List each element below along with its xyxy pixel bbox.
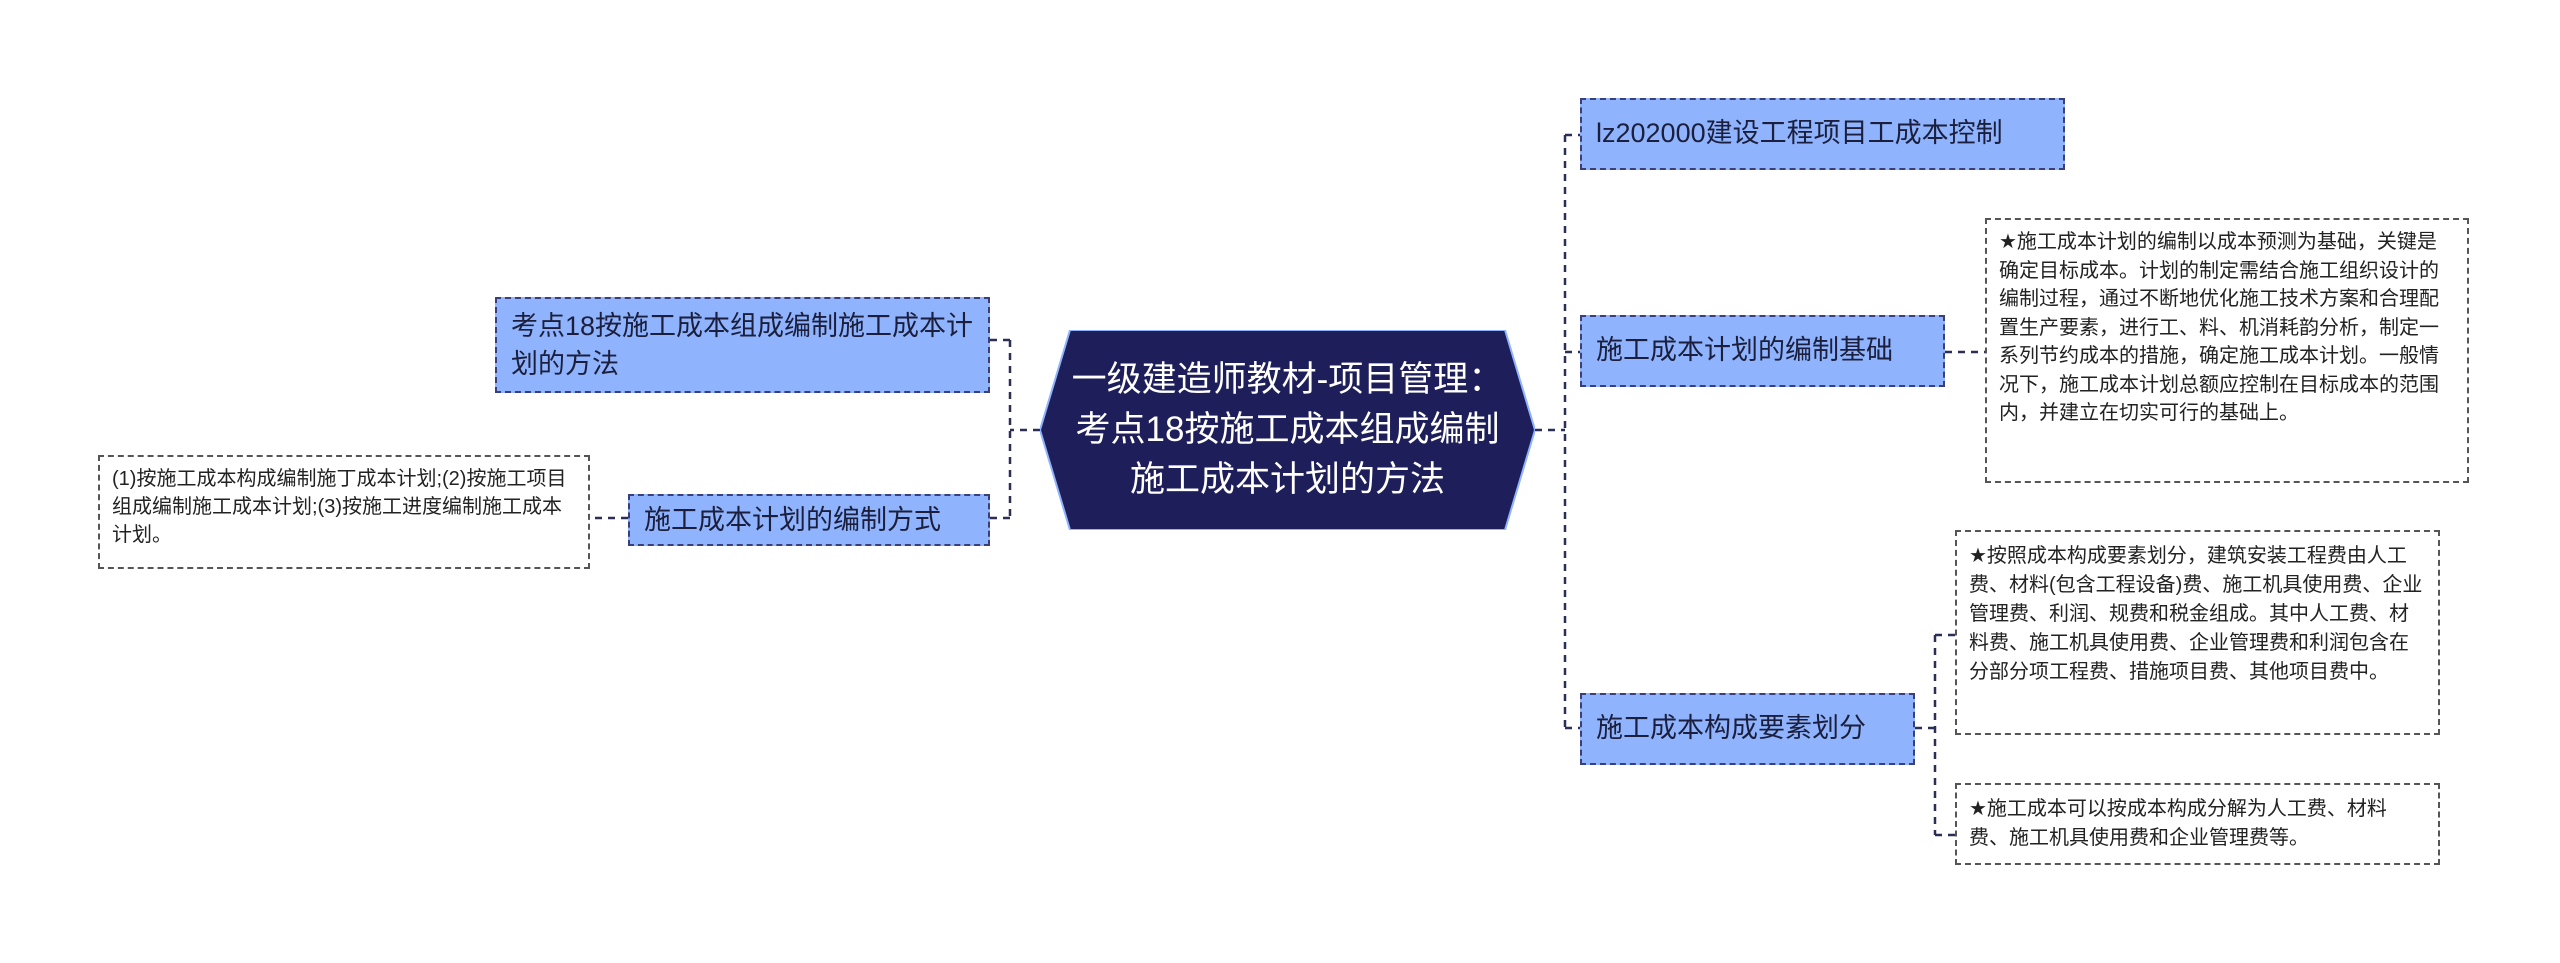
- note-compile-basis: ★施工成本计划的编制以成本预测为基础，关键是确定目标成本。计划的制定需结合施工组…: [1985, 218, 2469, 483]
- central-topic[interactable]: 一级建造师教材-项目管理：考点18按施工成本组成编制施工成本计划的方法: [1040, 330, 1535, 530]
- connector-center-right: [1535, 133, 1580, 730]
- connector-center-left: [990, 338, 1040, 520]
- central-topic-shape: [1040, 330, 1535, 530]
- connector-elements-notes: [1915, 633, 1955, 837]
- topic-left-1[interactable]: 考点18按施工成本组成编制施工成本计划的方法: [495, 297, 990, 393]
- topic-compile-basis[interactable]: 施工成本计划的编制基础: [1580, 315, 1945, 387]
- note-cost-elements-1: ★按照成本构成要素划分，建筑安装工程费由人工费、材料(包含工程设备)费、施工机具…: [1955, 530, 2440, 735]
- note-cost-elements-2: ★施工成本可以按成本构成分解为人工费、材料费、施工机具使用费和企业管理费等。: [1955, 783, 2440, 865]
- note-compile-method: (1)按施工成本构成编制施丁成本计划;(2)按施工项目组成编制施工成本计划;(3…: [98, 455, 590, 569]
- central-topic-title: 一级建造师教材-项目管理：考点18按施工成本组成编制施工成本计划的方法: [1071, 360, 1504, 499]
- topic-cost-control[interactable]: lz202000建设工程项目工成本控制: [1580, 98, 2065, 170]
- topic-cost-elements[interactable]: 施工成本构成要素划分: [1580, 693, 1915, 765]
- topic-compile-method[interactable]: 施工成本计划的编制方式: [628, 494, 990, 546]
